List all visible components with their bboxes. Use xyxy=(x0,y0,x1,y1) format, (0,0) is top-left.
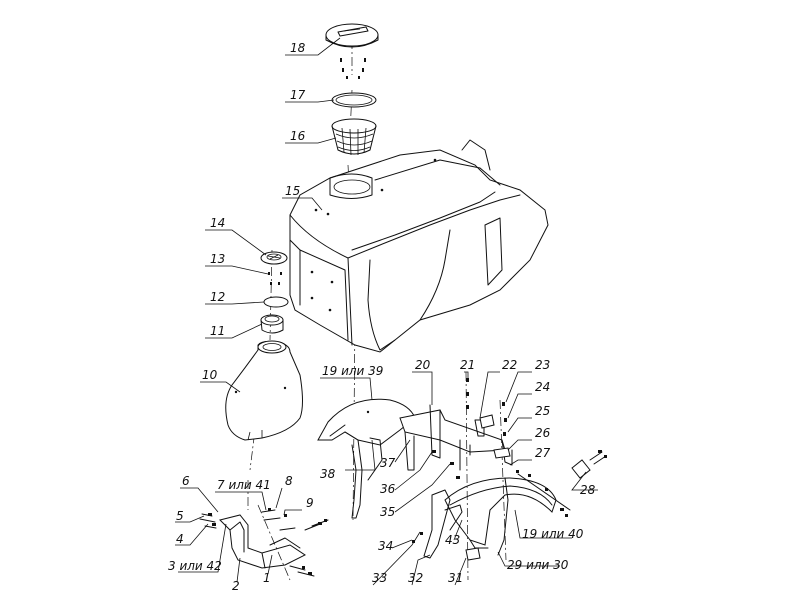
bolts-right-frame xyxy=(412,371,571,581)
screws-13 xyxy=(268,272,282,285)
callout-28: 28 xyxy=(580,483,596,497)
callout-27: 27 xyxy=(535,446,551,460)
callout-33: 33 xyxy=(372,571,387,585)
callout-12: 12 xyxy=(210,290,225,304)
callout-22: 22 xyxy=(502,358,517,372)
callout-15: 15 xyxy=(285,184,300,198)
callout-43: 43 xyxy=(445,533,460,547)
callout-17: 17 xyxy=(290,88,306,102)
callout-25: 25 xyxy=(535,404,550,418)
part-17-gasket xyxy=(331,92,377,108)
callout-16: 16 xyxy=(290,129,306,143)
part-15-cover-housing xyxy=(289,139,549,353)
part-14-small-cap xyxy=(260,251,288,265)
callout-38: 38 xyxy=(320,467,336,481)
callout-14: 14 xyxy=(210,216,225,230)
callout-37: 37 xyxy=(380,456,396,470)
callout-23: 23 xyxy=(535,358,550,372)
callout-13: 13 xyxy=(210,252,225,266)
frame-stay-38 xyxy=(344,431,383,519)
callout-11: 11 xyxy=(210,324,225,338)
part-19-left-fender xyxy=(317,398,416,446)
callout-4: 4 xyxy=(176,532,184,546)
callout-10: 10 xyxy=(202,368,218,382)
callout-8: 8 xyxy=(285,474,293,488)
callout-35: 35 xyxy=(380,505,395,519)
callout-3: 3 или 42 xyxy=(168,559,222,573)
callout-9: 9 xyxy=(306,496,314,510)
part-12-o-ring xyxy=(263,296,289,308)
leader-lines xyxy=(175,37,598,586)
callout-31: 31 xyxy=(448,571,463,585)
callout-26: 26 xyxy=(535,426,551,440)
callout-21: 21 xyxy=(460,358,475,372)
callout-18: 18 xyxy=(290,41,306,55)
part-11-neck-adapter xyxy=(260,314,284,334)
part-29-right-fender xyxy=(444,477,557,549)
part-16-filter-basket xyxy=(331,118,377,156)
part-28-bracket xyxy=(571,450,607,479)
part-20-frame xyxy=(399,404,513,471)
frame-legs-33-36 xyxy=(423,477,509,559)
part-2-bracket xyxy=(219,514,306,569)
callout-19-39: 19 или 39 xyxy=(322,364,383,378)
callout-34: 34 xyxy=(378,539,393,553)
callout-24: 24 xyxy=(535,380,550,394)
bolts-left-bracket xyxy=(199,504,329,581)
part-18-filler-cap xyxy=(325,23,379,48)
callout-labels: 18 17 16 15 14 13 12 11 10 6 7 или 41 8 … xyxy=(168,41,596,593)
callout-36: 36 xyxy=(380,482,396,496)
callout-7: 7 или 41 xyxy=(217,478,271,492)
callout-29-30: 29 или 30 xyxy=(507,558,569,572)
screws-18 xyxy=(340,58,366,79)
callout-2: 2 xyxy=(232,579,240,593)
callout-5: 5 xyxy=(176,509,184,523)
callout-6: 6 xyxy=(182,474,190,488)
callout-20: 20 xyxy=(415,358,431,372)
callout-32: 32 xyxy=(408,571,423,585)
center-axis-main xyxy=(347,40,356,521)
callout-1: 1 xyxy=(263,571,271,585)
callout-19-40: 19 или 40 xyxy=(522,527,584,541)
